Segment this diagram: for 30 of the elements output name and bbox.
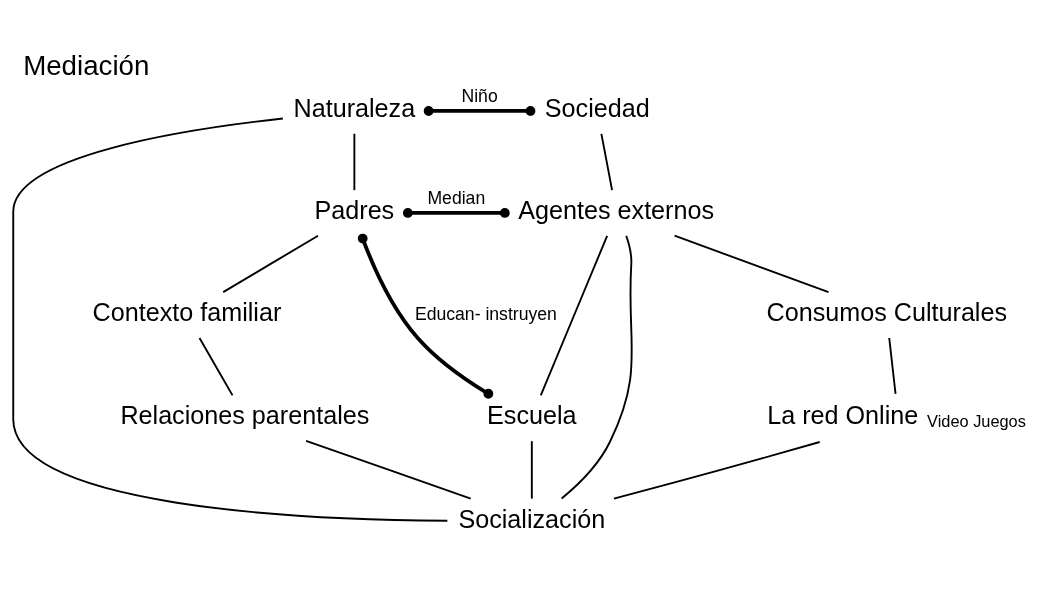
connector	[423, 105, 536, 116]
node-text: Contexto familiar	[92, 297, 282, 326]
node-text: Naturaleza	[293, 93, 416, 122]
connector	[357, 233, 494, 399]
node-text: Agentes externos	[518, 195, 715, 224]
connector	[539, 234, 609, 396]
connector	[12, 117, 449, 522]
connector	[673, 234, 830, 293]
node-text: Padres	[314, 195, 395, 224]
edge-label: Niño	[461, 85, 498, 106]
node-label: Video Juegos	[927, 411, 1026, 430]
node-text: Socialización	[458, 504, 606, 533]
node-text: Sociedad	[544, 93, 650, 122]
node-text: Escuela	[487, 400, 577, 429]
connector	[198, 336, 234, 396]
connector	[402, 207, 510, 218]
connector	[600, 132, 613, 191]
connector	[612, 440, 821, 500]
connector	[888, 336, 897, 395]
node-text: La red Online	[767, 400, 919, 429]
diagram-title: Mediación	[23, 49, 150, 81]
connector	[353, 132, 356, 191]
node-text: Relaciones parentales	[120, 400, 370, 429]
edge-label: Educan- instruyen	[414, 303, 557, 324]
edge-label: Median	[427, 187, 486, 208]
connector	[222, 234, 319, 293]
node-text: Consumos Culturales	[766, 297, 1008, 326]
connector	[530, 439, 533, 500]
connector	[305, 439, 472, 500]
connector	[560, 234, 633, 499]
